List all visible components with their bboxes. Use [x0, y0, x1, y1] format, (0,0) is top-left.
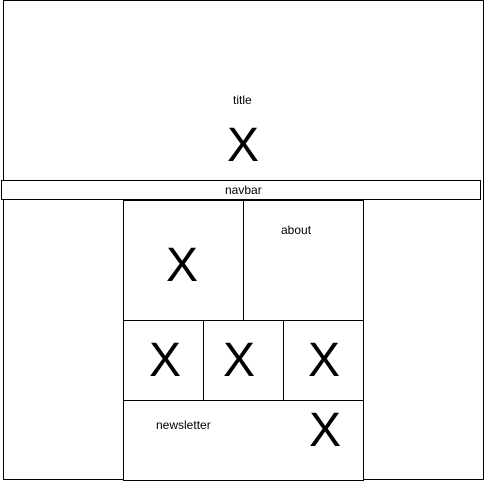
- header-title-label: title: [233, 93, 252, 107]
- gallery-item-1-placeholder: X: [149, 334, 182, 387]
- newsletter-image-placeholder: X: [309, 404, 342, 457]
- gallery-item-1: [123, 320, 204, 401]
- navbar-label: navbar: [225, 183, 262, 197]
- header-section: [3, 0, 484, 201]
- hero-image-box: [123, 200, 244, 321]
- newsletter-label: newsletter: [156, 418, 211, 432]
- about-box: [243, 200, 364, 321]
- gallery-item-2: [203, 320, 284, 401]
- gallery-item-2-placeholder: X: [223, 334, 256, 387]
- newsletter-box: [123, 400, 364, 481]
- gallery-item-3-placeholder: X: [308, 334, 341, 387]
- header-image-placeholder: X: [227, 119, 260, 172]
- about-label: about: [281, 223, 312, 237]
- gallery-item-3: [283, 320, 364, 401]
- navbar[interactable]: [1, 180, 481, 200]
- hero-image-placeholder: X: [166, 239, 199, 292]
